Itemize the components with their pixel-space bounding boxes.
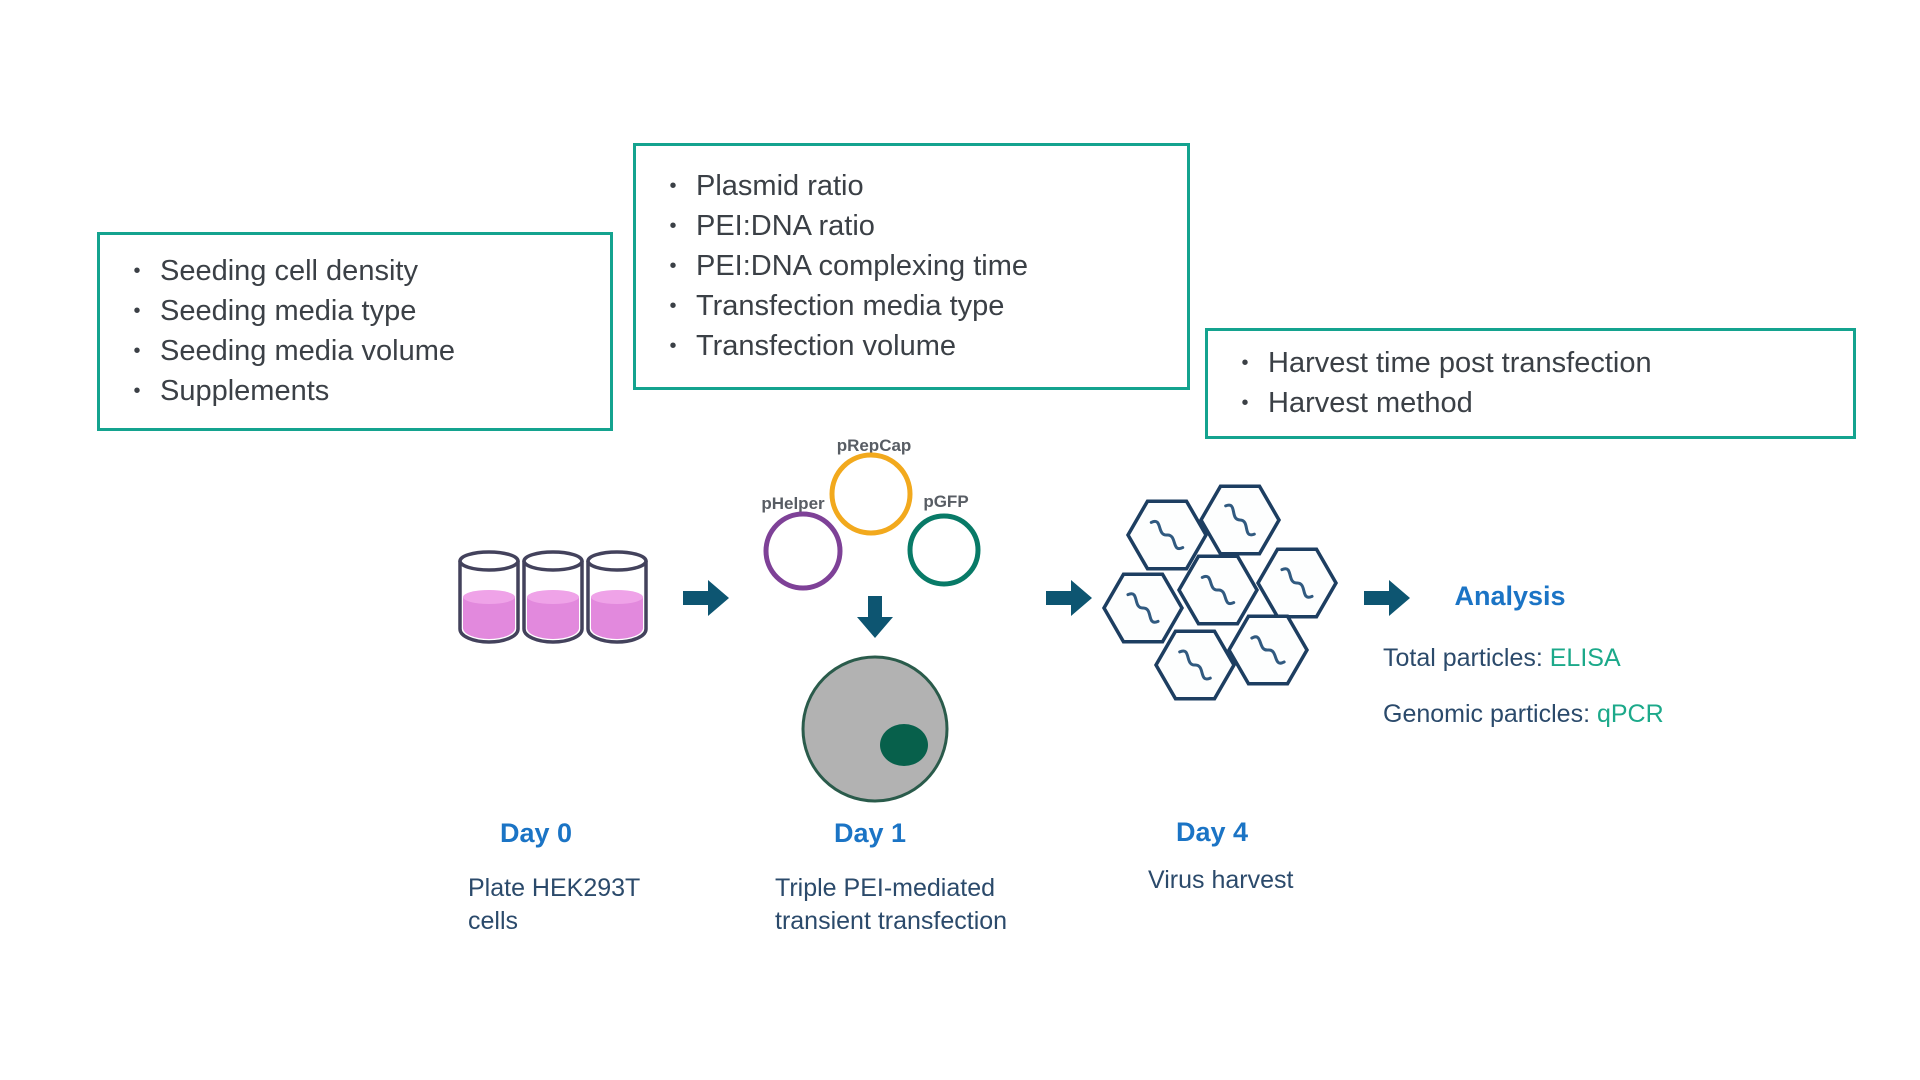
virus-capsid-icon — [1101, 572, 1185, 644]
virus-capsid-icon — [1198, 484, 1282, 556]
day1-title: Day 1 — [833, 818, 907, 848]
parameter-label: PEI:DNA complexing time — [696, 250, 1029, 282]
list-item: • Seeding cell density — [114, 252, 610, 292]
genome-squiggle-icon — [1250, 635, 1286, 665]
bullet-icon: • — [133, 380, 141, 402]
parameter-label: Plasmid ratio — [696, 170, 864, 202]
pgfp-plasmid-icon — [907, 513, 981, 587]
genome-squiggle-icon — [1224, 503, 1256, 537]
parameter-label: PEI:DNA ratio — [696, 210, 875, 242]
parameter-label: Transfection volume — [696, 330, 957, 362]
pgfp-label: pGFP — [923, 492, 968, 511]
bullet-icon: • — [669, 255, 677, 277]
cell-icon — [801, 655, 949, 803]
list-item: • Harvest time post transfection — [1222, 344, 1853, 384]
day0-description-line1: Plate HEK293T — [468, 874, 641, 902]
list-item: • Transfection media type — [650, 287, 1187, 327]
prepcap-label: pRepCap — [837, 436, 912, 455]
list-item: • Seeding media type — [114, 292, 610, 332]
bullet-icon: • — [133, 340, 141, 362]
elisa-value: ELISA — [1549, 644, 1621, 672]
bullet-icon: • — [1241, 352, 1249, 374]
bullet-icon: • — [1241, 392, 1249, 414]
parameter-label: Seeding media volume — [160, 335, 456, 367]
genomic-particles-label: Genomic particles: — [1383, 700, 1597, 728]
genome-squiggle-icon — [1178, 649, 1212, 681]
bullet-icon: • — [669, 175, 677, 197]
bullet-icon: • — [669, 295, 677, 317]
total-particles-label: Total particles: — [1383, 644, 1550, 672]
seeding-parameters-box: • Seeding cell density • Seeding media t… — [97, 232, 613, 431]
bullet-icon: • — [133, 260, 141, 282]
genomic-particles-line: Genomic particles: qPCR — [1383, 700, 1664, 729]
list-item: • Transfection volume — [650, 327, 1187, 367]
arrow-right-icon — [1046, 580, 1092, 616]
day0-description-line2: cells — [468, 907, 519, 935]
day1-description: Triple PEI-mediated transient transfecti… — [775, 872, 1007, 938]
parameter-label: Seeding cell density — [160, 255, 418, 287]
parameter-label: Supplements — [160, 375, 330, 407]
genome-squiggle-icon — [1280, 567, 1314, 599]
virus-capsid-icon — [1176, 554, 1260, 626]
list-item: • Plasmid ratio — [650, 167, 1187, 207]
day0-title: Day 0 — [499, 818, 573, 848]
arrow-right-icon — [683, 580, 729, 616]
genome-squiggle-icon — [1200, 574, 1236, 606]
arrow-down-icon — [857, 596, 893, 638]
parameter-label: Harvest method — [1268, 387, 1473, 419]
day1-description-line1: Triple PEI-mediated — [775, 874, 995, 902]
transfection-parameters-box: • Plasmid ratio • PEI:DNA ratio • PEI:DN… — [633, 143, 1190, 390]
bullet-icon: • — [669, 215, 677, 237]
parameter-label: Transfection media type — [696, 290, 1005, 322]
parameter-label: Seeding media type — [160, 295, 417, 327]
virus-capsid-icon — [1255, 547, 1339, 619]
phelper-plasmid-icon — [763, 511, 843, 591]
phelper-label: pHelper — [761, 494, 825, 513]
genome-squiggle-icon — [1149, 519, 1185, 551]
virus-capsid-icon — [1153, 629, 1237, 701]
total-particles-line: Total particles: ELISA — [1383, 644, 1621, 673]
virus-capsid-icon — [1226, 614, 1310, 686]
bullet-icon: • — [133, 300, 141, 322]
virus-particles-icon — [1101, 484, 1339, 701]
plasmids-icon: pRepCap pHelper pGFP — [761, 436, 981, 591]
parameter-label: Harvest time post transfection — [1268, 347, 1652, 379]
list-item: • Harvest method — [1222, 384, 1853, 424]
day1-description-line2: transient transfection — [775, 907, 1008, 935]
virus-capsid-icon — [1125, 499, 1209, 571]
analysis-title: Analysis — [1454, 581, 1566, 611]
arrow-right-icon — [1364, 580, 1410, 616]
genome-squiggle-icon — [1126, 592, 1160, 624]
day4-title: Day 4 — [1175, 817, 1249, 847]
list-item: • Supplements — [114, 372, 610, 412]
list-item: • PEI:DNA complexing time — [650, 247, 1187, 287]
nucleus-icon — [880, 724, 928, 766]
bullet-icon: • — [669, 335, 677, 357]
list-item: • Seeding media volume — [114, 332, 610, 372]
day4-description: Virus harvest — [1148, 866, 1294, 894]
list-item: • PEI:DNA ratio — [650, 207, 1187, 247]
day0-description: Plate HEK293T cells — [468, 872, 640, 938]
beakers-icon — [458, 550, 648, 644]
prepcap-plasmid-icon — [829, 452, 913, 536]
harvest-parameters-box: • Harvest time post transfection • Harve… — [1205, 328, 1856, 439]
qpcr-value: qPCR — [1596, 700, 1664, 728]
